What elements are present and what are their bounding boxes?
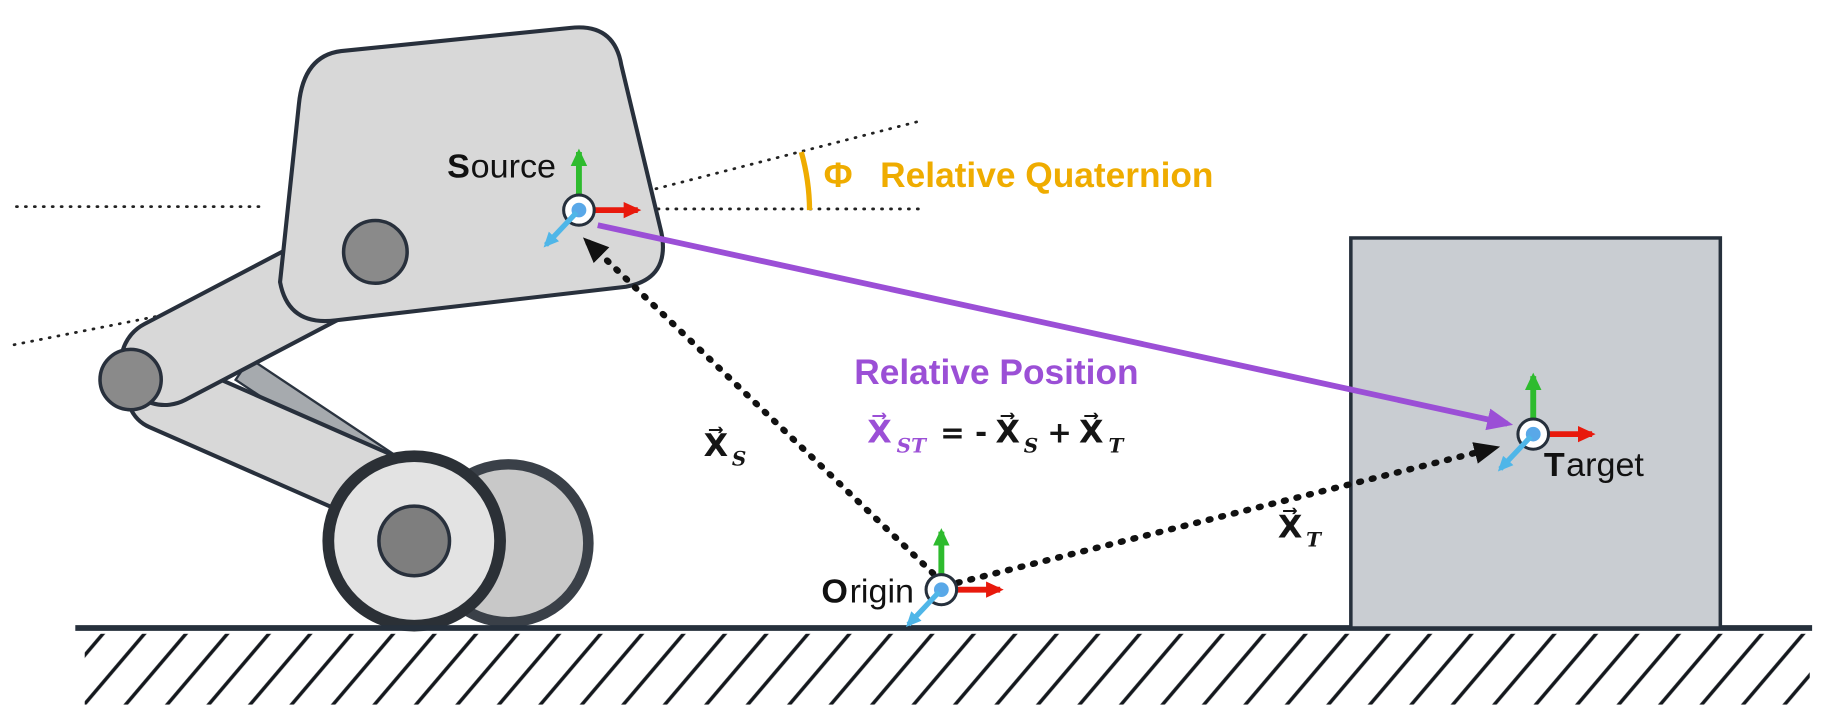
- vector-xt-label: X⃗: [1278, 507, 1302, 545]
- robot-shoulder-joint: [341, 218, 409, 285]
- origin-label-initial: O: [821, 573, 848, 611]
- ground-hatching: [84, 633, 1810, 705]
- equation-xst-subscript: ST: [897, 434, 928, 458]
- source-label-rest: ource: [471, 148, 556, 186]
- relative-quaternion-annotation: Φ Relative Quaternion: [798, 151, 1214, 211]
- equation-xs-subscript: S: [1024, 434, 1038, 458]
- ground: [75, 625, 1813, 705]
- origin-label-rest: rigin: [850, 573, 914, 611]
- relative-position-label: Relative Position: [854, 353, 1138, 392]
- vector-xs-label-subscript: S: [732, 447, 746, 471]
- frame-labels: S ource O rigin T arget: [447, 148, 1644, 611]
- target-label-rest: arget: [1566, 446, 1644, 484]
- vector-xs-arrow: [582, 237, 937, 577]
- tilted-reference-line-left: [12, 289, 284, 347]
- vector-xt-label-subscript: T: [1306, 528, 1322, 552]
- relative-position-equation: X⃗ ST = - X⃗ S + X⃗ T: [867, 412, 1124, 458]
- robot: [98, 25, 665, 632]
- vector-xt-arrow: [954, 442, 1501, 586]
- position-vectors: X⃗ S X⃗ T: [582, 237, 1501, 586]
- equation-xt-subscript: T: [1108, 434, 1124, 458]
- equation-equals-minus: = -: [940, 415, 987, 449]
- robot-elbow-joint: [98, 347, 163, 412]
- relative-quaternion-label: Relative Quaternion: [880, 156, 1213, 195]
- vector-xs-label: X⃗: [704, 426, 728, 464]
- equation-plus: +: [1047, 415, 1072, 449]
- robot-wheel-hub: [377, 504, 452, 578]
- target-label-initial: T: [1544, 446, 1565, 484]
- equation-xs: X⃗: [995, 412, 1019, 450]
- equation-xst: X⃗: [867, 412, 891, 450]
- phi-symbol: Φ: [824, 156, 853, 195]
- angle-arc: [798, 151, 813, 211]
- relative-position-annotation: Relative Position X⃗ ST = - X⃗ S + X⃗ T: [597, 222, 1514, 458]
- source-label-initial: S: [447, 148, 470, 186]
- relative-position-arrow: [597, 222, 1514, 431]
- equation-xt: X⃗: [1079, 412, 1103, 450]
